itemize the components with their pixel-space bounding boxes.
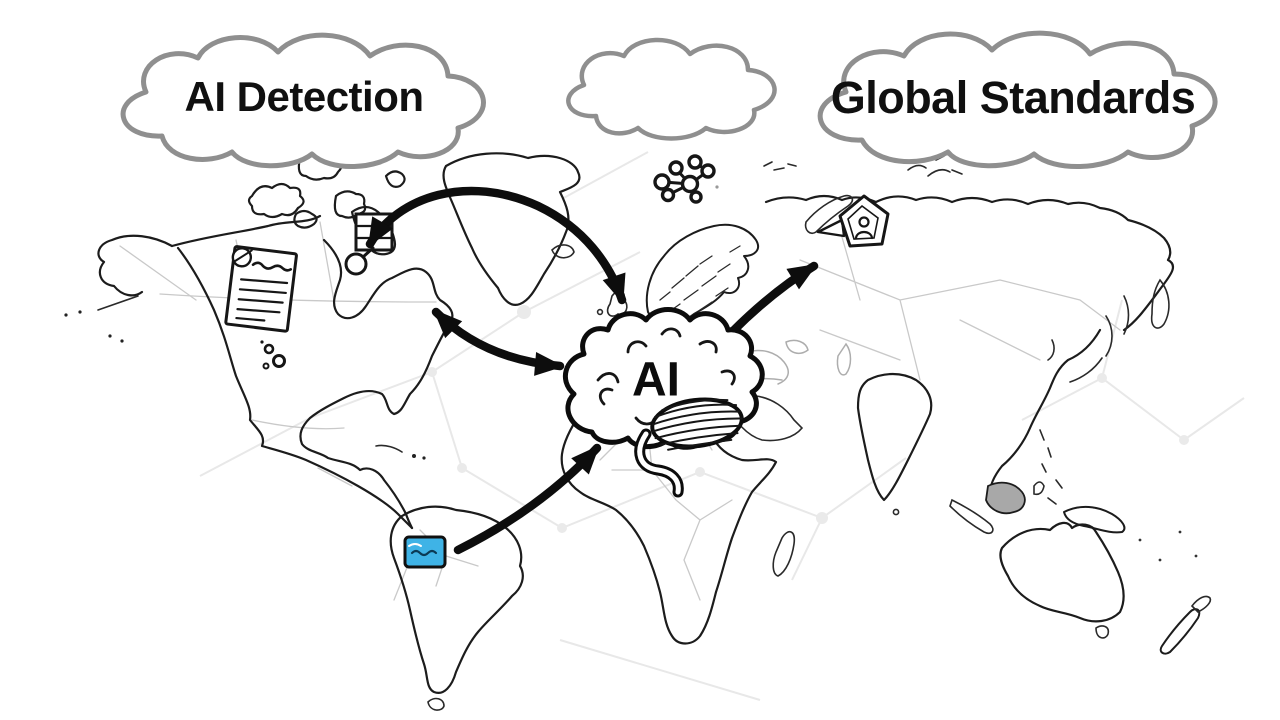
brain-ai-label: AI <box>632 354 680 407</box>
cloud-global-standards: Global Standards <box>817 30 1218 170</box>
molecule-network-icon <box>653 154 719 204</box>
certification-shield-icon <box>816 194 890 248</box>
arrow-namerica-brain-exchange <box>431 307 565 376</box>
cloud-ai-detection-label: AI Detection <box>184 73 423 120</box>
cloud-ai-detection: AI Detection <box>120 32 486 170</box>
policy-document-icon <box>224 245 298 333</box>
tablet-device-icon <box>403 535 447 569</box>
cerebellum <box>650 397 744 451</box>
arrow-samerica-to-brain <box>453 443 602 555</box>
arrow-detection-to-brain <box>365 186 627 305</box>
arrow-brain-to-standards <box>727 261 819 337</box>
ai-brain: AI <box>562 307 765 498</box>
flow-arrows <box>365 186 819 555</box>
small-circles-decoration <box>260 340 286 370</box>
cloud-global-standards-label: Global Standards <box>831 72 1196 123</box>
cloud-empty <box>566 37 777 141</box>
